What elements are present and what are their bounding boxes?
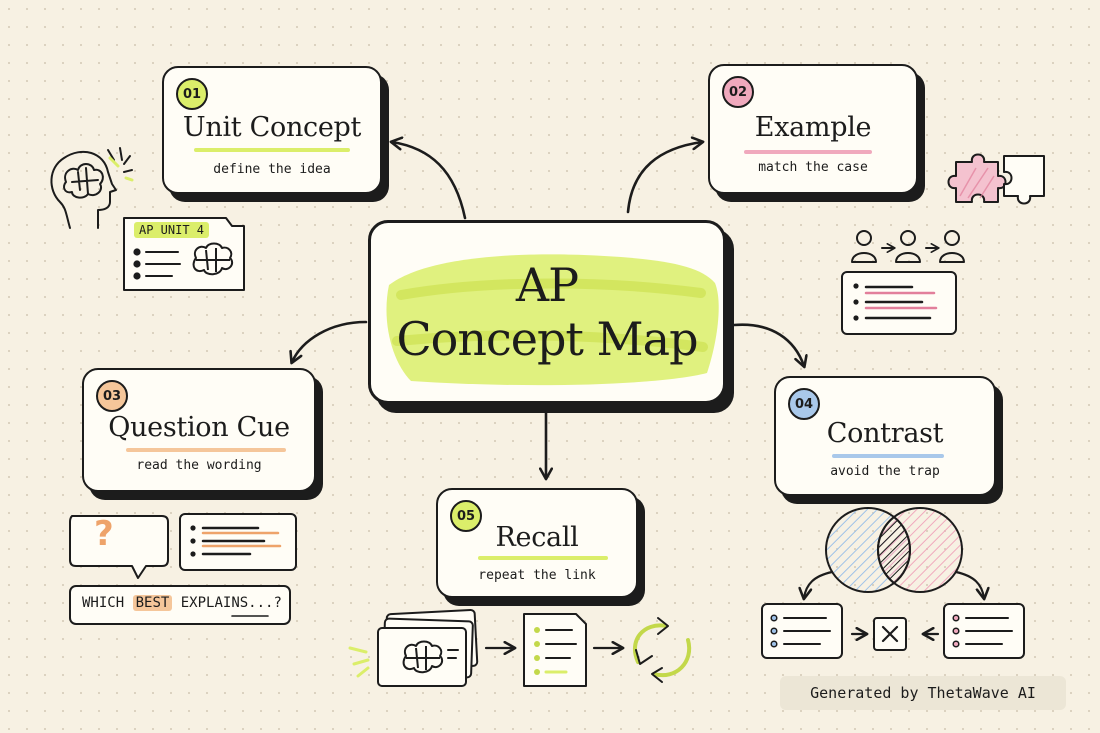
contrast-x-box-icon (873, 617, 907, 651)
node-number-badge: 05 (450, 500, 482, 532)
node-title-underline (478, 556, 608, 560)
node-title-underline (832, 454, 944, 458)
connector-example (626, 142, 702, 214)
node-title: Recall (495, 522, 579, 553)
puzzle-pieces-icon (947, 153, 1045, 205)
node-subtitle: read the wording (136, 458, 262, 473)
node-title: Question Cue (108, 412, 290, 443)
contrast-left-card (761, 603, 843, 659)
center-title-line2: Concept Map (396, 312, 698, 366)
node-title-underline (194, 148, 350, 152)
node-subtitle: define the idea (213, 162, 331, 177)
question-prompt-suffix: EXPLAINS...? (180, 595, 282, 611)
question-list-card (179, 513, 297, 571)
generated-by-footer: Generated by ThetaWave AI (780, 676, 1066, 710)
node-number-badge: 02 (722, 76, 754, 108)
refresh-cycle-icon (632, 617, 692, 683)
checklist-icon (523, 613, 587, 687)
center-highlight-brush (386, 254, 719, 386)
node-title: Unit Concept (182, 112, 362, 143)
node-title: Example (754, 112, 872, 143)
node-title-underline (126, 448, 286, 452)
flash-spark-marks (348, 646, 370, 678)
center-node: AP Concept Map (368, 220, 726, 404)
node-subtitle: avoid the trap (830, 464, 940, 479)
node-number-badge: 03 (96, 380, 128, 412)
node-title-underline (744, 150, 872, 154)
question-speech-bubble (69, 515, 169, 579)
connector-contrast (732, 323, 804, 366)
question-prompt-highlight: BEST (132, 595, 173, 611)
venn-diagram-icon (825, 507, 963, 593)
question-prompt-text: WHICH BEST EXPLAINS...? (82, 595, 282, 611)
node-unit-concept: 01 Unit Concept define the idea (162, 66, 382, 194)
node-contrast: 04 Contrast avoid the trap (774, 376, 996, 496)
node-recall: 05 Recall repeat the link (436, 488, 638, 598)
node-title: Contrast (826, 418, 944, 449)
connector-unit-concept (392, 142, 467, 220)
contrast-right-card (943, 603, 1025, 659)
node-number-badge: 04 (788, 388, 820, 420)
node-question-cue: 03 Question Cue read the wording (82, 368, 316, 492)
question-mark-icon: ? (94, 514, 114, 554)
question-prompt-box (69, 585, 291, 625)
center-title-line1: AP (515, 258, 579, 312)
connector-question-cue (292, 320, 368, 362)
question-prompt-prefix: WHICH (82, 595, 125, 611)
example-list-card (841, 271, 957, 335)
node-subtitle: match the case (758, 160, 868, 175)
node-example: 02 Example match the case (708, 64, 918, 194)
people-chain-icon (851, 230, 965, 263)
unit-tag: AP UNIT 4 (134, 222, 210, 238)
flash-cards-icon (377, 608, 479, 687)
head-brain-icon (50, 147, 133, 229)
node-number-badge: 01 (176, 78, 208, 110)
node-subtitle: repeat the link (478, 568, 596, 583)
